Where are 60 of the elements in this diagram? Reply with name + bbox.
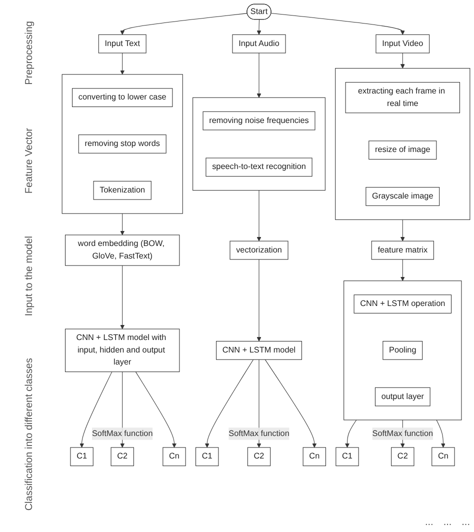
node-box: Input Text [98,34,146,54]
arrow [120,213,125,236]
node-box: Cn [162,447,186,466]
node-box: Cn [432,447,455,466]
node-box: C1 [196,447,219,466]
node-box: extracting each frame in real time [345,82,460,114]
node-box: Input Video [376,34,430,54]
node-box: C1 [70,447,94,466]
arrow [256,259,262,342]
node-box: C1 [336,447,359,466]
edge-label: SoftMax function [228,429,290,438]
arrow [400,219,405,242]
node-box: speech-to-text recognition [206,158,312,177]
arrow [256,19,262,35]
side-label: Preprocessing [24,21,34,86]
side-label: ... [443,517,452,528]
side-label: Classification into different classes [24,358,34,511]
arrow [270,13,405,35]
node-box: output layer [374,387,430,406]
node-box: CNN + LSTM model [216,340,302,360]
node-box: feature matrix [371,240,434,260]
node-box: C2 [391,447,414,466]
cluster [192,97,326,191]
edge-label: SoftMax function [372,429,434,438]
arrow [256,52,262,98]
cluster [344,280,462,420]
node-box: converting to lower case [72,88,173,108]
node-box: CNN + LSTM model with input, hidden and output layer [65,328,180,372]
side-label: Feature Vector [24,128,34,194]
node-box: Pooling [382,340,423,360]
arrow [256,190,262,242]
node-box: Input Audio [232,34,286,54]
cluster [62,74,183,214]
node-box: C2 [247,447,271,466]
arrow [264,359,317,448]
arrow [204,359,254,448]
cluster [335,68,470,220]
node-box: CNN + LSTM operation [354,294,452,314]
arrow [436,420,446,448]
arrow [120,13,248,35]
side-label: Input to the model [24,236,34,316]
node-box: C2 [110,447,134,466]
side-label: ... [424,517,434,528]
node-box: Grayscale image [366,187,440,206]
arrow [400,259,405,282]
arrow [345,420,357,448]
node-box: resize of image [368,140,437,160]
edge-label: SoftMax function [92,429,153,438]
arrow [135,372,176,448]
arrow [120,265,125,330]
node-box: removing noise frequencies [202,111,316,130]
arrow [400,52,405,68]
node-box: removing stop words [78,134,166,154]
side-label: ... [462,517,470,528]
node-box: vectorization [230,240,288,260]
arrow [80,372,112,448]
arrow [120,52,125,75]
node-box: word embedding (BOW, GloVe, FastText) [65,234,180,266]
node-box: Cn [302,447,326,466]
node-box: Tokenization [93,180,152,200]
